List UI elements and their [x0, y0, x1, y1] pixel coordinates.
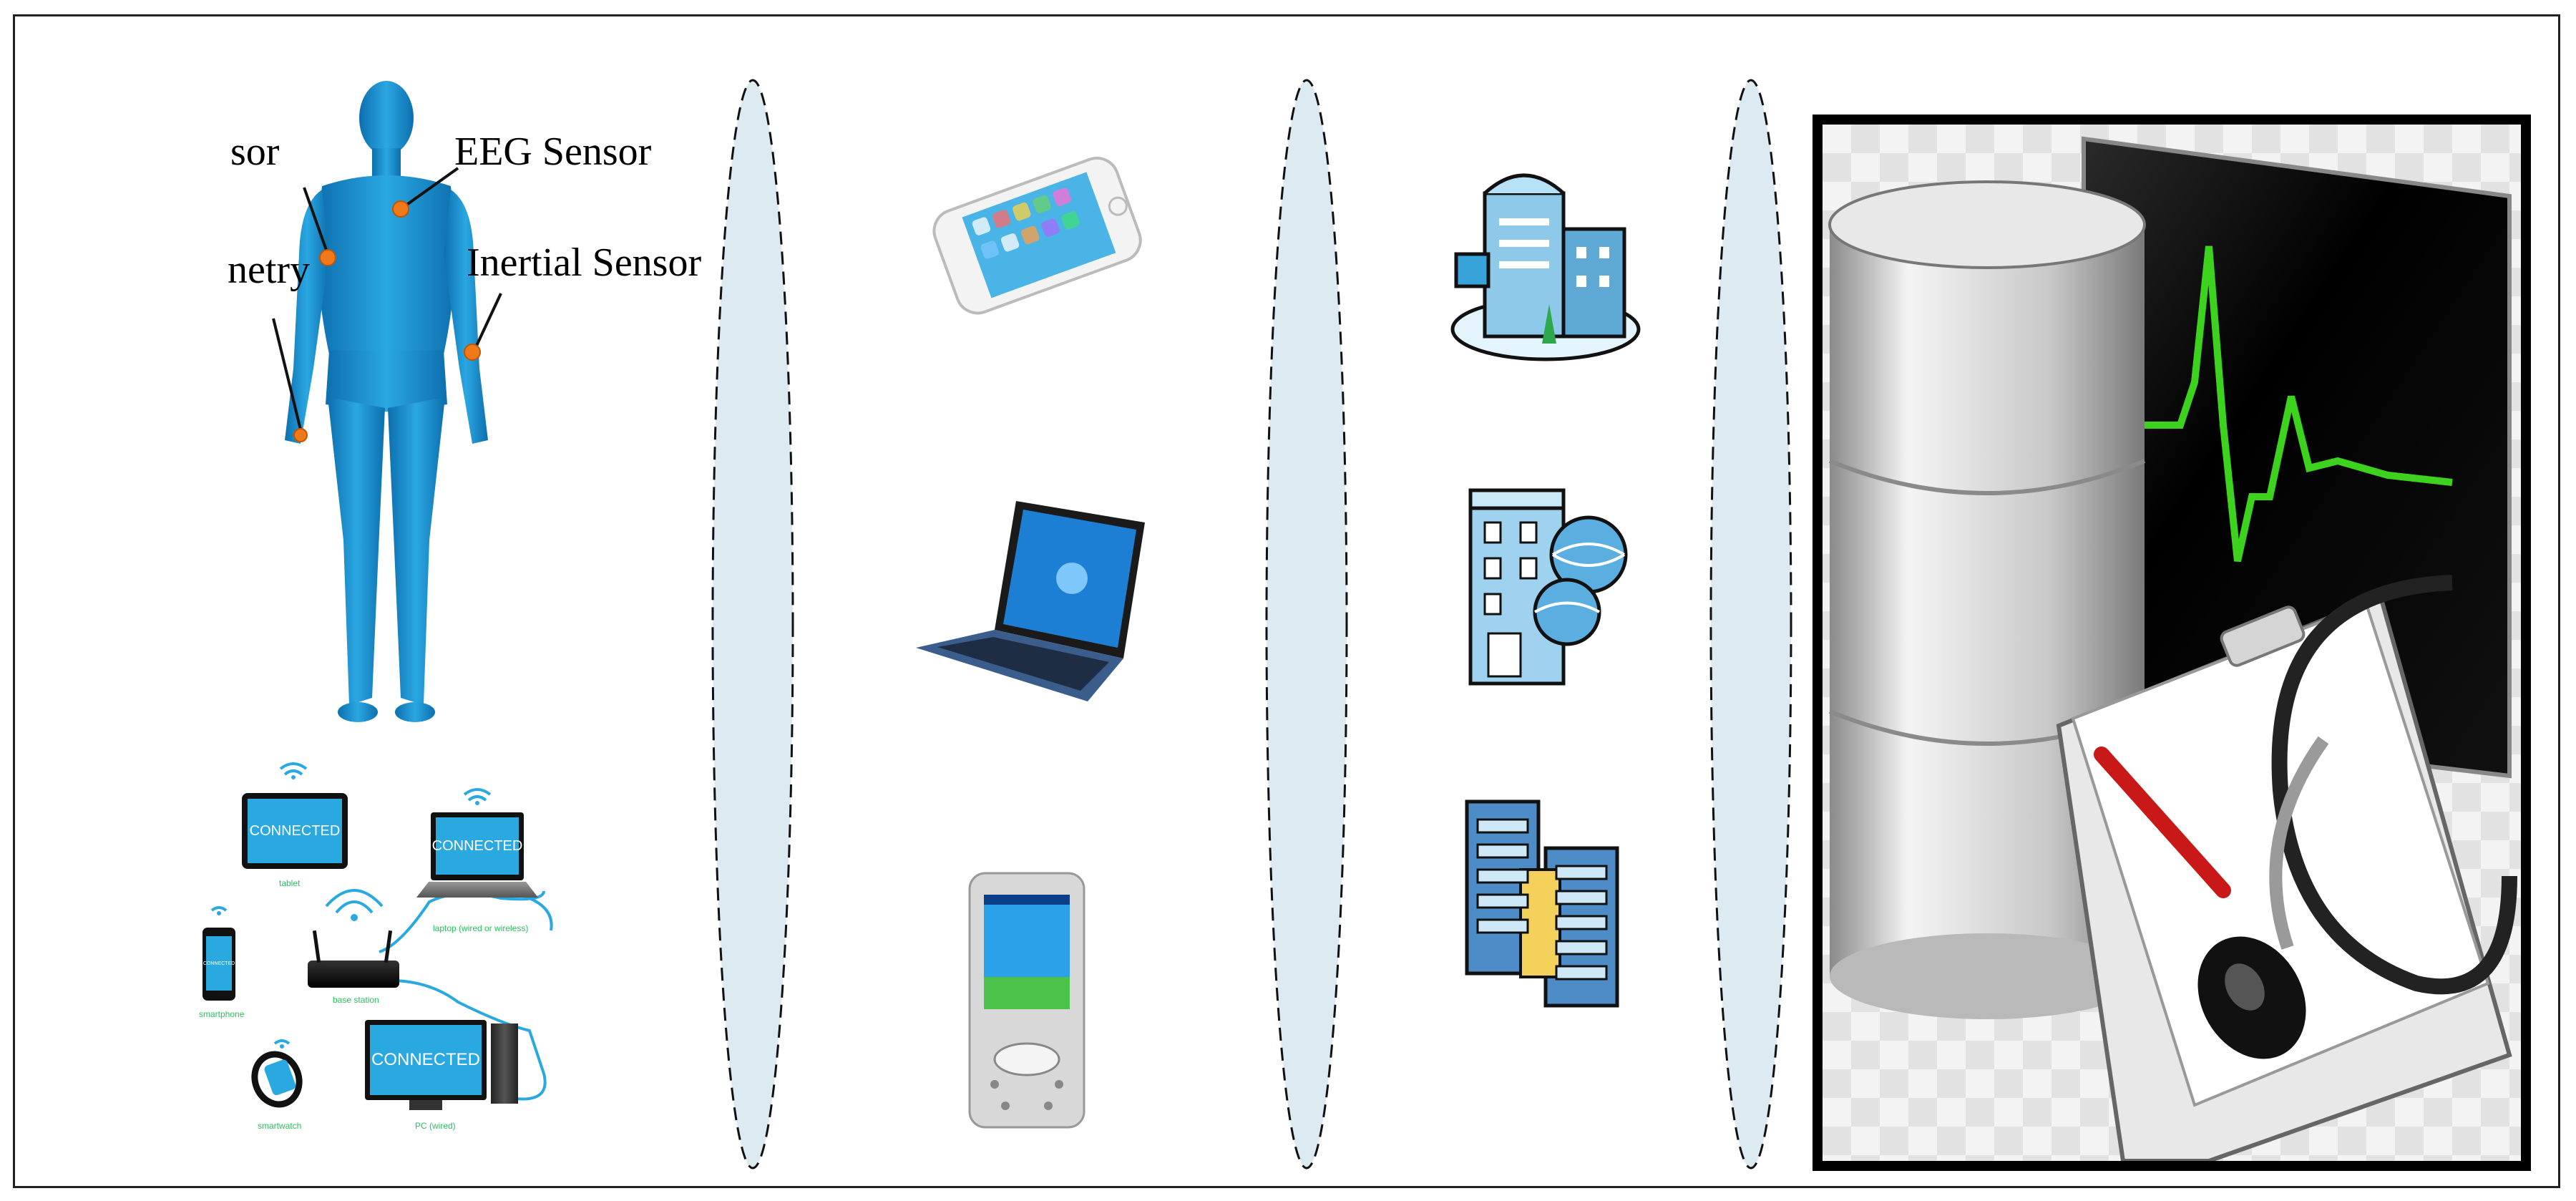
sensor-label-partial-2: netry [228, 248, 311, 292]
smartphone-label: smartphone [199, 1009, 245, 1019]
laptop-screen-text: CONNECTED [432, 817, 522, 875]
sensor-dot-arm [319, 249, 336, 266]
laptop-keyboard [416, 882, 538, 898]
sensor-dot-hand [293, 428, 308, 442]
sensor-dot-eeg [392, 200, 409, 218]
tablet-screen-text: CONNECTED [248, 799, 342, 863]
human-body-icon [285, 81, 488, 722]
wifi-icon [210, 762, 492, 1045]
separator-2 [1265, 79, 1348, 1170]
pc-label: PC (wired) [415, 1121, 456, 1131]
hospital-building-icon [1450, 173, 1641, 361]
pda-icon [968, 872, 1085, 1129]
pc-tower [491, 1023, 518, 1104]
server-building-icon [1468, 488, 1628, 686]
diagram-frame [13, 14, 2560, 1188]
laptop-device: CONNECTED [431, 812, 524, 880]
tablet-label: tablet [279, 878, 301, 888]
sensor-dot-wrist [464, 344, 481, 361]
laptop-icon [916, 501, 1145, 701]
pc-monitor: CONNECTED [365, 1020, 487, 1100]
pc-stand [409, 1100, 442, 1110]
medical-database-icon [1828, 136, 2517, 1161]
smartphone-screen: CONNECTED [203, 936, 235, 991]
medical-database-panel [1813, 115, 2531, 1171]
laptop-label: laptop (wired or wireless) [433, 923, 529, 933]
data-center-icon [1465, 799, 1619, 1008]
smartwatch-label: smartwatch [258, 1121, 302, 1131]
separator-1 [711, 79, 794, 1170]
base-station-device [308, 961, 399, 988]
separator-3 [1709, 79, 1792, 1170]
pc-screen-text: CONNECTED [370, 1025, 482, 1095]
smartphone-device: CONNECTED [203, 928, 235, 1001]
eeg-sensor-label: EEG Sensor [454, 130, 652, 174]
smartphone-icon [932, 156, 1142, 315]
tablet-device: CONNECTED [242, 793, 348, 869]
base-station-label: base station [333, 995, 379, 1005]
inertial-sensor-label: Inertial Sensor [467, 240, 702, 285]
sensor-label-partial-1: sor [230, 130, 280, 174]
ecg-line-icon [2137, 245, 2453, 563]
